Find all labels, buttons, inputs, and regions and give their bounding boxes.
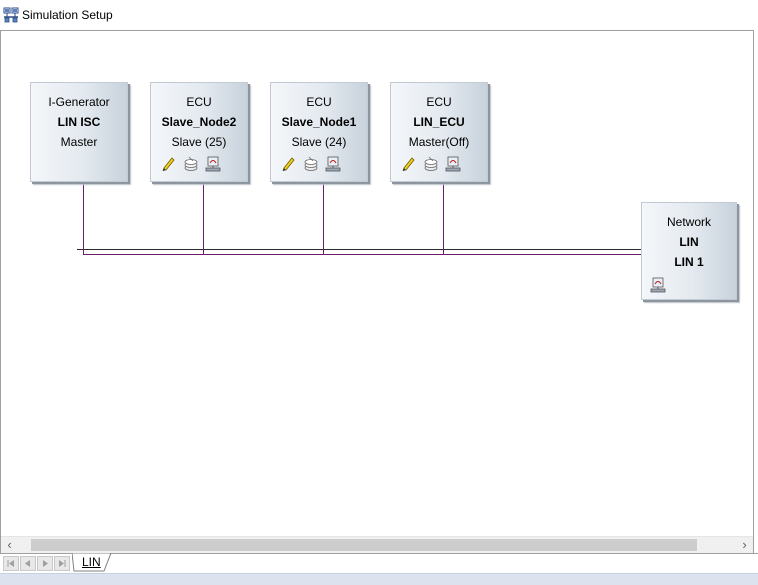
node-type: I-Generator xyxy=(48,95,110,109)
node-name: Slave_Node2 xyxy=(161,115,237,129)
node-icon-toolbar xyxy=(401,156,461,174)
network-connection-icon[interactable] xyxy=(650,277,666,293)
first-tab-icon xyxy=(7,560,14,567)
tab-shape xyxy=(72,553,112,572)
scroll-right-button[interactable]: › xyxy=(742,537,747,552)
status-bar xyxy=(0,573,758,585)
next-tab-icon xyxy=(43,560,48,567)
tab-lin[interactable]: LIN xyxy=(82,555,101,569)
edit-pencil-icon[interactable] xyxy=(401,156,417,172)
node-role: Master xyxy=(60,135,98,149)
network-connection-icon[interactable] xyxy=(205,156,221,172)
node-type: ECU xyxy=(426,95,452,109)
window-title: Simulation Setup xyxy=(22,8,113,22)
network-setup-icon xyxy=(3,7,19,23)
network-lin[interactable]: Network LIN LIN 1 xyxy=(641,202,737,300)
network-connection-icon[interactable] xyxy=(325,156,341,172)
horizontal-scrollbar[interactable]: ‹ › xyxy=(1,536,753,553)
network-connection-icon[interactable] xyxy=(445,156,461,172)
prev-tab-icon xyxy=(25,560,30,567)
node-role: Slave (24) xyxy=(291,135,347,149)
scrollbar-thumb[interactable] xyxy=(31,539,697,551)
node-role: Master(Off) xyxy=(408,135,470,149)
last-tab-icon xyxy=(59,560,66,567)
node-name: LIN ISC xyxy=(57,115,101,129)
window-titlebar: Simulation Setup xyxy=(0,0,758,30)
stack-config-icon[interactable] xyxy=(303,156,319,172)
node-role: Slave (25) xyxy=(171,135,227,149)
last-tab-button[interactable] xyxy=(54,556,70,571)
node-icon-toolbar xyxy=(281,156,341,174)
node-lin-ecu[interactable]: ECU LIN_ECU Master(Off) xyxy=(390,82,488,182)
prev-tab-button[interactable] xyxy=(20,556,36,571)
network-icon-toolbar xyxy=(650,277,666,293)
node-igenerator[interactable]: I-Generator LIN ISC Master xyxy=(30,82,128,182)
stack-config-icon[interactable] xyxy=(183,156,199,172)
node-type: ECU xyxy=(306,95,332,109)
edit-pencil-icon[interactable] xyxy=(161,156,177,172)
sheet-tab-strip: LIN xyxy=(0,553,758,573)
network-name: LIN xyxy=(679,235,699,249)
stack-config-icon[interactable] xyxy=(423,156,439,172)
first-tab-button[interactable] xyxy=(3,556,19,571)
edit-pencil-icon[interactable] xyxy=(281,156,297,172)
node-icon-toolbar xyxy=(161,156,221,174)
node-type: ECU xyxy=(186,95,212,109)
scroll-left-button[interactable]: ‹ xyxy=(7,537,12,552)
node-name: LIN_ECU xyxy=(413,115,465,129)
node-name: Slave_Node1 xyxy=(281,115,357,129)
network-channel: LIN 1 xyxy=(674,255,704,269)
node-slave-node1[interactable]: ECU Slave_Node1 Slave (24) xyxy=(270,82,368,182)
node-slave-node2[interactable]: ECU Slave_Node2 Slave (25) xyxy=(150,82,248,182)
network-type: Network xyxy=(666,215,711,229)
next-tab-button[interactable] xyxy=(37,556,53,571)
